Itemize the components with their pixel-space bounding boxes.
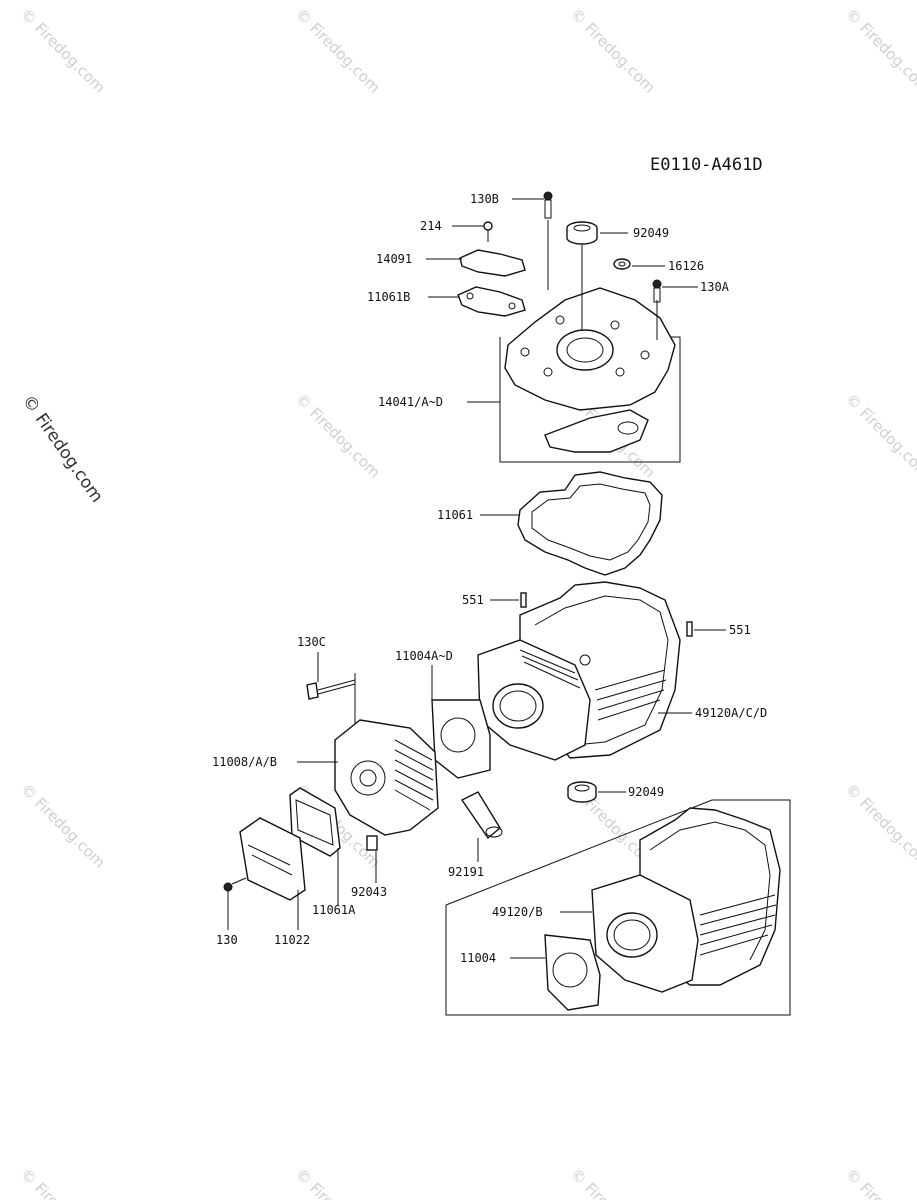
callout-49120-b: 49120/B — [492, 905, 543, 919]
callout-92191: 92191 — [448, 865, 484, 879]
stud-92043 — [366, 835, 378, 883]
gasket-11061b — [457, 286, 526, 317]
watermark-text: © Firedog.com — [842, 780, 917, 872]
gasket-11061 — [517, 471, 663, 576]
callout-130b: 130B — [470, 192, 499, 206]
washer-16126 — [613, 258, 631, 270]
callout-11004a-d: 11004A~D — [395, 649, 453, 663]
watermark-text: © Firedog.com — [842, 1165, 917, 1200]
callout-551-right: 551 — [729, 623, 751, 637]
inset-alternate-block — [445, 799, 791, 1016]
watermark-text: © Firedog.com — [292, 390, 384, 482]
watermark-text: © Firedog.com — [17, 5, 109, 97]
callout-labels: 130B 214 92049 14091 16126 11061B 130A 1… — [212, 192, 767, 965]
diagram-code: E0110-A461D — [650, 155, 763, 175]
callout-551-left: 551 — [462, 593, 484, 607]
watermark-text: © Firedog.com — [567, 1165, 659, 1200]
watermark-text: © Firedog.com — [292, 1165, 384, 1200]
watermark-text: © Firedog.com — [17, 780, 109, 872]
bolt-130b — [543, 191, 553, 219]
dowel-pin-551-right — [686, 621, 693, 637]
callout-130c: 130C — [297, 635, 326, 649]
oil-plate — [544, 409, 649, 453]
watermark-text: © Firedog.com — [567, 5, 659, 97]
leader-lines — [227, 198, 726, 959]
callout-11061b: 11061B — [367, 290, 410, 304]
gasket-14091 — [459, 249, 526, 277]
rocker-cover-11022 — [239, 817, 306, 901]
cylinder-block-49120 — [477, 581, 681, 761]
pin-92191 — [460, 791, 503, 840]
crankcase-cover-group — [467, 220, 681, 463]
callout-14041: 14041/A~D — [378, 395, 443, 409]
callout-214: 214 — [420, 219, 442, 233]
bolt-130a — [652, 279, 662, 303]
oil-seal-92049-top — [566, 221, 598, 245]
callout-11004: 11004 — [460, 951, 496, 965]
watermark-text: © Firedog.com — [17, 1165, 109, 1200]
callout-11008: 11008/A/B — [212, 755, 277, 769]
bolt-130c — [306, 673, 356, 725]
callout-92049-mid: 92049 — [628, 785, 664, 799]
watermark-text: © Firedog.com — [292, 5, 384, 97]
callout-49120a-c-d: 49120A/C/D — [695, 706, 767, 720]
callout-92049-top: 92049 — [633, 226, 669, 240]
callout-130: 130 — [216, 933, 238, 947]
callout-130a: 130A — [700, 280, 730, 294]
watermark-text: © Firedog.com — [842, 390, 917, 482]
callout-14091: 14091 — [376, 252, 412, 266]
oil-seal-92049-mid — [567, 781, 597, 803]
callout-11022: 11022 — [274, 933, 310, 947]
cylinder-head-11008 — [334, 719, 439, 836]
bolt-130 — [223, 877, 247, 892]
callout-92043: 92043 — [351, 885, 387, 899]
callout-11061a: 11061A — [312, 903, 356, 917]
callout-16126: 16126 — [668, 259, 704, 273]
side-watermark: © Firedog.com — [18, 391, 107, 506]
bolt-214 — [483, 221, 493, 242]
dowel-pin-551-left — [520, 592, 527, 608]
watermark-text: © Firedog.com — [842, 5, 917, 97]
callout-11061: 11061 — [437, 508, 473, 522]
